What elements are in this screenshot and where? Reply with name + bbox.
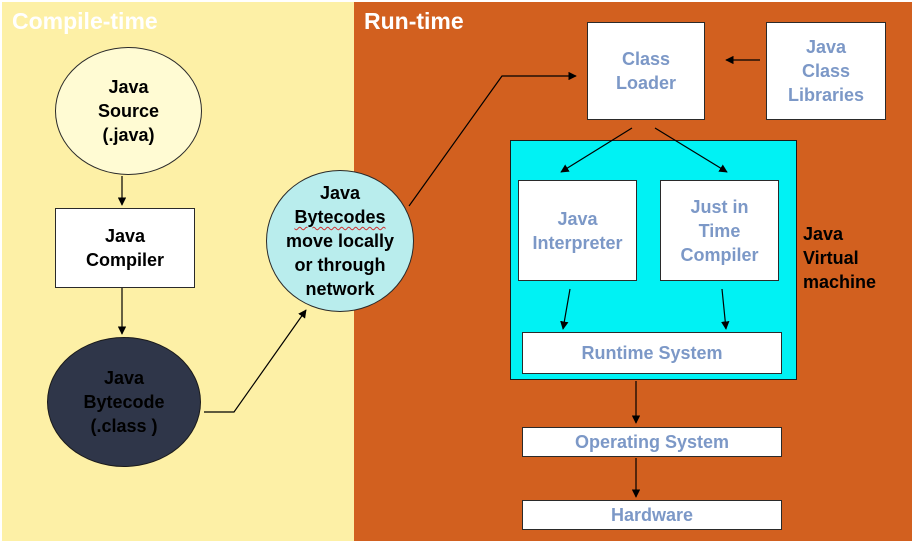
arrow-network-to-class-loader [408, 71, 577, 207]
arrow-bytecode-to-network [204, 309, 307, 413]
bytecodes-transfer-node: Java Bytecodes move locally or through n… [266, 170, 414, 312]
jvm-label: Java Virtual machine [803, 224, 877, 292]
arrow-loader-to-jit [654, 127, 728, 173]
arrow-loader-to-interpreter [560, 127, 633, 173]
arrow-jit-to-runtime [721, 288, 730, 330]
compile-time-title: Compile-time [12, 8, 158, 34]
java-source-node: Java Source (.java) [55, 47, 202, 175]
class-loader-node: Class Loader [587, 22, 705, 120]
bytecodes-transfer-prefix: Java [319, 183, 361, 203]
java-class-libraries-node: Java Class Libraries [766, 22, 886, 120]
java-interpreter-node: Java Interpreter [518, 180, 637, 281]
hardware-node: Hardware [522, 500, 782, 530]
arrow-interpreter-to-runtime [560, 288, 571, 330]
operating-system-node: Operating System [522, 427, 782, 457]
jit-compiler-node: Just in Time Compiler [660, 180, 779, 281]
java-compiler-node: Java Compiler [55, 208, 195, 288]
java-bytecode-node: Java Bytecode (.class ) [47, 337, 201, 467]
run-time-title: Run-time [364, 8, 464, 34]
bytecodes-transfer-rest: move locally or through network [285, 231, 395, 299]
bytecodes-transfer-word: Bytecodes [294, 207, 386, 227]
runtime-system-node: Runtime System [522, 332, 782, 374]
